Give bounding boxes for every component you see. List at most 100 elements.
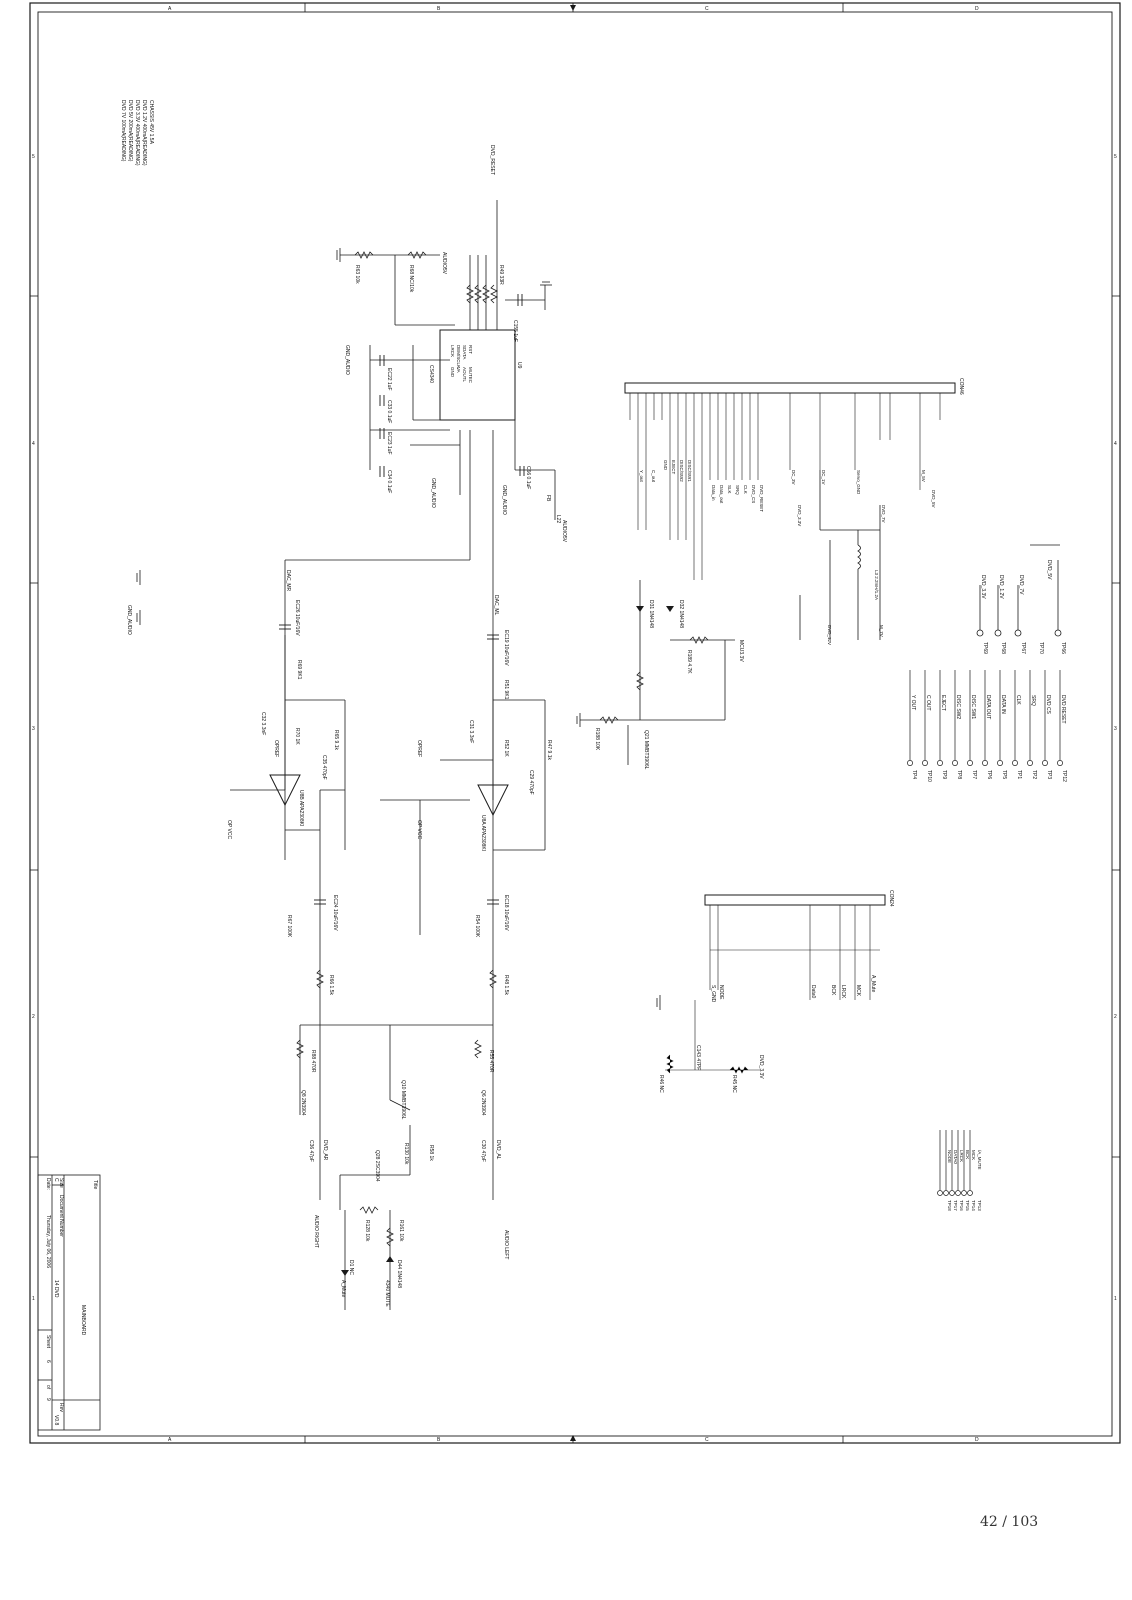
zone-letter-bottom: B [437,1437,441,1443]
dac-pin-label: DEM/SCLK [456,345,461,368]
con46-signal: DVD_3.3V [797,505,802,526]
zone-letter-top: D [975,6,979,12]
con24-ref: CON24 [888,890,894,907]
output-net: 4340 MUTE [384,1280,390,1307]
lower-tp-net: NODE [947,1150,952,1163]
output-net: DVD_AL [495,1140,501,1160]
out-label: R67 100K [286,915,292,938]
out-label: R55 470R [488,1050,494,1073]
con46-signal: Y_out [639,470,644,483]
size-value: C [53,1178,59,1182]
rev-value: V0.8 [53,1415,59,1426]
dvd-testpoints [976,544,1062,637]
con24-pins [665,905,880,1074]
lower-tp-net: /A_MUTE [977,1150,982,1170]
amp-right-label: R51 9K1 [503,680,509,700]
con46-pins [629,393,941,580]
lower-tp-ref: TP17 [953,1200,958,1211]
con46-signal: Data_out [719,485,724,504]
date-value: Thursday, July 06, 2006 [45,1215,51,1268]
dac-caps [379,294,525,477]
mute-label: Q21 MMBT3906L [643,730,649,770]
amp-right-label: R47 9.1k [546,740,552,761]
zone-letter-top: A [168,6,172,12]
dvd-power-wiring [799,470,881,640]
tp-ref: TP8 [956,770,962,779]
power-note: DVD 7V 100mA(READING) [120,100,126,162]
zone-letter-bottom: D [975,1437,979,1443]
tp-ref: TP68 [1000,642,1006,654]
tp-signal: DVD RESET [1060,695,1066,724]
of-label: of [45,1385,51,1390]
lower-tp-ref: TP15 [965,1200,970,1211]
out-label: Q6 2N3904 [480,1090,486,1116]
amp-left-label: EC26 10uF/16V [294,600,300,636]
con46-ref: CON46 [958,378,964,395]
power-note: DVD 1.2V 400mA(READING) [141,100,147,166]
mute-circuit [580,580,735,765]
title-block [37,1174,101,1431]
amp-left-label: C35 470pF [321,755,327,780]
con24-signal: A_Mute [870,975,876,992]
con24-signal: BCK [830,985,836,996]
out-label: Q28 2SC3904 [374,1150,380,1182]
tp-ref: TP4 [911,770,917,779]
lower-tp-ref: TP16 [959,1200,964,1211]
sheet-value: 6 [45,1360,51,1363]
lower-testpoints [937,1130,973,1196]
lower-net: DVD_3.3V [758,1055,764,1079]
center-arrow-bottom [570,1435,576,1441]
res-label: R49 33R [498,265,504,285]
amp-right-label: C29 470pF [528,770,534,795]
out-label: R66 1.5k [328,975,334,996]
con46-signal-labels: Y_out C_out GND EJECT DISC/SW2 DISC/SW1 … [639,460,936,645]
con46-signal: DVD_12V [827,625,832,645]
mute-label: R189 4.7K [686,650,692,674]
amp-left-label: R65 9.1k [333,730,339,751]
outer-border [29,2,1121,1444]
connector-con46 [624,382,956,394]
dac-pin-label: MUTEC [468,367,473,384]
con24-signal: S_GND [710,985,716,1003]
net-dac-ml: DAC_ML [493,595,499,616]
output-net: DVD_AR [322,1140,328,1161]
lower-net: R45 NC [731,1075,737,1093]
mute-label: D32 1N4148 [678,600,684,628]
con46-signal: M_7V [879,625,884,637]
zone-number-right: 1 [1114,1296,1117,1302]
zone-number-left: 3 [32,726,35,732]
date-label: Date: [45,1178,51,1190]
lower-tp-ref: TP14 [971,1200,976,1211]
output-net: AUDIO LEFT [503,1230,509,1259]
con46-signal: DVD_CS [751,485,756,503]
sheet-label: Sheet [45,1335,51,1349]
out-label: R88 470R [310,1050,316,1073]
con46-signal: SRQ [735,485,740,495]
out-label: R58 1k [428,1145,434,1161]
res-label: R63 10k [354,265,360,284]
amp-left-label: R69 9K1 [296,660,302,680]
dac-ic-body [439,329,516,421]
zone-number-right: 4 [1114,441,1117,447]
con46-signal: DC_1V [821,470,826,485]
out-label: C30 47pF [480,1140,486,1162]
con46-signal: Servo_GND [856,470,861,495]
tp-net: DVD_7V [1018,575,1024,595]
tp-ref: TP5 [1001,770,1007,779]
tp-ref: TP66 [1060,642,1066,654]
lower-tp-ref: TP13 [977,1200,982,1211]
title-label: Title [92,1180,98,1189]
tp-signal: DATA OUT [985,695,991,719]
tp-ref: TP10 [926,770,932,782]
net-opref: OPREF [416,740,422,757]
dac-pin-label: VA [456,367,461,373]
res-label: L3 2.2mH/1.2A [874,570,879,600]
tp-signal: DVD CS [1045,695,1051,715]
lower-tp-net: MCK [971,1150,976,1160]
net-audio5v: AUDIO5V [561,520,567,543]
tp-signal: DISC SW2 [955,695,961,719]
of-value: 9 [45,1398,51,1401]
mute-label: R188 10K [594,728,600,751]
amp-right-label: U8A APA2308KI [480,815,486,851]
con46-signal: DVD_5V [931,490,936,508]
